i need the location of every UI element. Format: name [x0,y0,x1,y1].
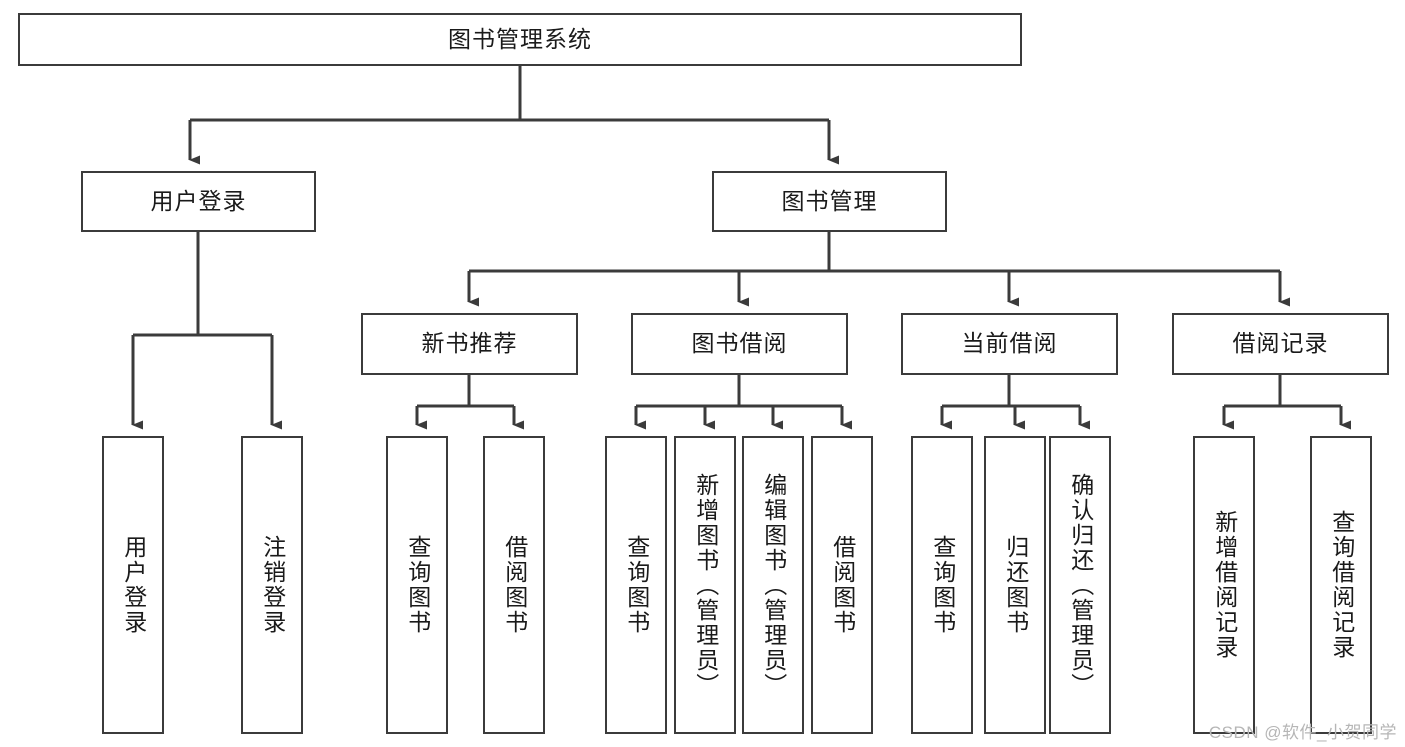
node-label: 归还图书 [1002,535,1029,635]
node-label: 查询图书 [404,535,431,635]
node-label: 用户登录 [150,187,247,214]
node-n3_4[interactable]: 借阅记录 [1172,313,1389,375]
node-l2[interactable]: 注销登录 [241,436,303,734]
node-label: 查询图书 [929,535,956,635]
node-l9[interactable]: 查询图书 [911,436,973,734]
node-l4[interactable]: 借阅图书 [483,436,545,734]
node-label: 图书借阅 [691,330,788,357]
node-label: 新书推荐 [421,330,518,357]
node-n2_2[interactable]: 图书管理 [712,171,947,232]
node-l6[interactable]: 新增图书（管理员） [674,436,736,734]
node-label: 当前借阅 [961,330,1058,357]
node-l7[interactable]: 编辑图书（管理员） [742,436,804,734]
node-root[interactable]: 图书管理系统 [18,13,1022,66]
node-l13[interactable]: 查询借阅记录 [1310,436,1372,734]
node-l12[interactable]: 新增借阅记录 [1193,436,1255,734]
node-n3_1[interactable]: 新书推荐 [361,313,578,375]
node-label: 借阅图书 [501,535,528,635]
node-label: 借阅记录 [1232,330,1329,357]
node-label: 查询图书 [623,535,650,635]
node-label: 注销登录 [259,535,286,635]
node-label: 编辑图书（管理员） [760,472,787,698]
node-l8[interactable]: 借阅图书 [811,436,873,734]
node-label: 查询借阅记录 [1328,510,1355,660]
node-label: 用户登录 [120,535,147,635]
node-l1[interactable]: 用户登录 [102,436,164,734]
node-n2_1[interactable]: 用户登录 [81,171,316,232]
node-l3[interactable]: 查询图书 [386,436,448,734]
node-l5[interactable]: 查询图书 [605,436,667,734]
node-label: 图书管理系统 [448,25,592,52]
node-l10[interactable]: 归还图书 [984,436,1046,734]
node-label: 图书管理 [781,187,878,214]
node-label: 新增借阅记录 [1211,510,1238,660]
node-label: 新增图书（管理员） [692,472,719,698]
node-label: 确认归还（管理员） [1067,472,1094,698]
node-n3_2[interactable]: 图书借阅 [631,313,848,375]
node-l11[interactable]: 确认归还（管理员） [1049,436,1111,734]
node-n3_3[interactable]: 当前借阅 [901,313,1118,375]
node-label: 借阅图书 [829,535,856,635]
